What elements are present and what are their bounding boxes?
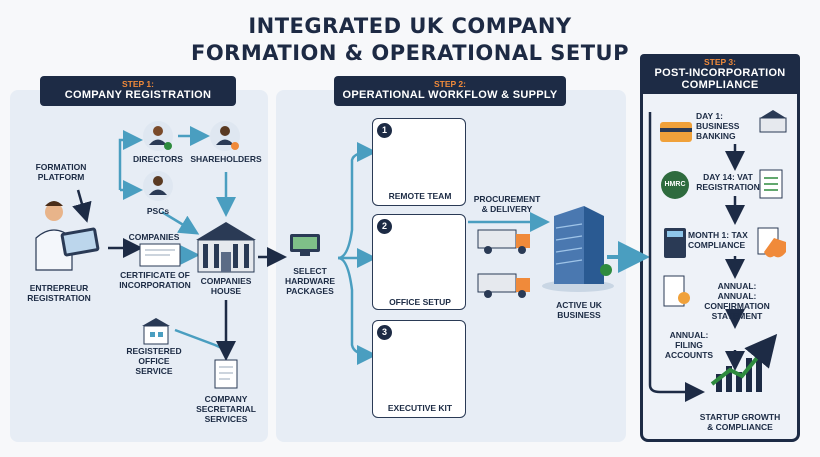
executive-kit-card[interactable]: 3 EXECUTIVE KIT [372, 320, 466, 418]
pscs-label: PSCs [146, 206, 170, 216]
psc-icon [143, 171, 173, 201]
office-building-icon [542, 206, 614, 292]
page-title-line2: FORMATION & OPERATIONAL SETUP [190, 41, 630, 65]
entrepreneur-label: ENTREPREUR REGISTRATION [27, 283, 91, 303]
hmrc-label: HMRC [664, 181, 686, 188]
card-number: 3 [377, 325, 392, 340]
step2-header: STEP 2: OPERATIONAL WORKFLOW & SUPPLY [334, 76, 566, 106]
day14-label: DAY 14: VAT REGISTRATION [696, 172, 760, 192]
card-label: EXECUTIVE KIT [387, 403, 453, 413]
month1-label: MONTH 1: TAX COMPLIANCE [688, 230, 748, 250]
step3-connectors [648, 112, 745, 402]
directors-label: DIRECTORS [133, 154, 183, 164]
registered-office-icon [142, 318, 170, 345]
company-secretarial-label: COMPANY SECRETARIAL SERVICES [196, 394, 256, 424]
shareholders-label: SHAREHOLDERS [190, 154, 262, 164]
delivery-truck-icon [477, 229, 530, 254]
step2-title: OPERATIONAL WORKFLOW & SUPPLY [342, 89, 558, 101]
growth-chart-icon [710, 333, 778, 392]
director-icon [143, 121, 173, 151]
entrepreneur-icon [35, 201, 100, 271]
bank-card-icon [660, 122, 692, 142]
select-hardware-label: SELECT HARDWARE PACKAGES [284, 266, 336, 296]
card-number: 2 [377, 219, 392, 234]
step3-header: STEP 3: POST-INCORPORATION COMPLIANCE [640, 54, 800, 94]
active-business-label: ACTIVE UK BUSINESS [556, 300, 602, 320]
annual-filing-label: ANNUAL: FILING ACCOUNTS [664, 330, 714, 360]
shareholder-icon [210, 121, 240, 151]
bank-building-icon [759, 110, 787, 133]
confirmation-doc-icon [663, 275, 690, 307]
hardware-select-icon [290, 234, 320, 256]
remote-team-card[interactable]: 1 REMOTE TEAM [372, 118, 466, 206]
certificate-icon [139, 243, 181, 267]
secretarial-doc-icon [214, 359, 238, 389]
annual-confirmation-label: ANNUAL: ANNUAL: CONFIRMATION STATEMENT [704, 281, 770, 321]
step1-connectors [118, 126, 236, 352]
office-setup-card[interactable]: 2 OFFICE SETUP [372, 214, 466, 310]
step2-step-label: STEP 2: [434, 79, 466, 89]
shield-check-icon [757, 227, 786, 258]
certificate-label: CERTIFICATE OF INCORPORATION [119, 270, 191, 290]
card-label: OFFICE SETUP [389, 297, 451, 307]
registered-office-label: REGISTERED OFFICE SERVICE [126, 346, 182, 376]
delivery-truck-2-icon [477, 273, 530, 298]
step1-title: COMPANY REGISTRATION [64, 89, 212, 101]
step3-title: POST-INCORPORATION COMPLIANCE [654, 67, 786, 91]
platform-arrow [72, 189, 92, 223]
companies-house-label: COMPANIES HOUSE [200, 276, 252, 296]
step2-connectors [337, 142, 650, 365]
card-label: REMOTE TEAM [388, 191, 452, 201]
companies-house-icon [196, 222, 256, 273]
companies-label: COMPANIES [128, 232, 180, 242]
tax-form-icon [759, 169, 783, 199]
calculator-icon [664, 228, 686, 258]
card-number: 1 [377, 123, 392, 138]
step3-step-label: STEP 3: [704, 57, 736, 67]
procurement-label: PROCUREMENT & DELIVERY [473, 194, 541, 214]
formation-platform-label: FORMATION PLATFORM [35, 162, 87, 182]
startup-growth-label: STARTUP GROWTH & COMPLIANCE [699, 412, 781, 432]
day1-label: DAY 1: BUSINESS BANKING [696, 111, 740, 141]
step1-header: STEP 1: COMPANY REGISTRATION [40, 76, 236, 106]
hmrc-badge-icon [661, 171, 689, 199]
page-title-line1: INTEGRATED UK COMPANY [248, 14, 572, 38]
step1-step-label: STEP 1: [122, 79, 154, 89]
